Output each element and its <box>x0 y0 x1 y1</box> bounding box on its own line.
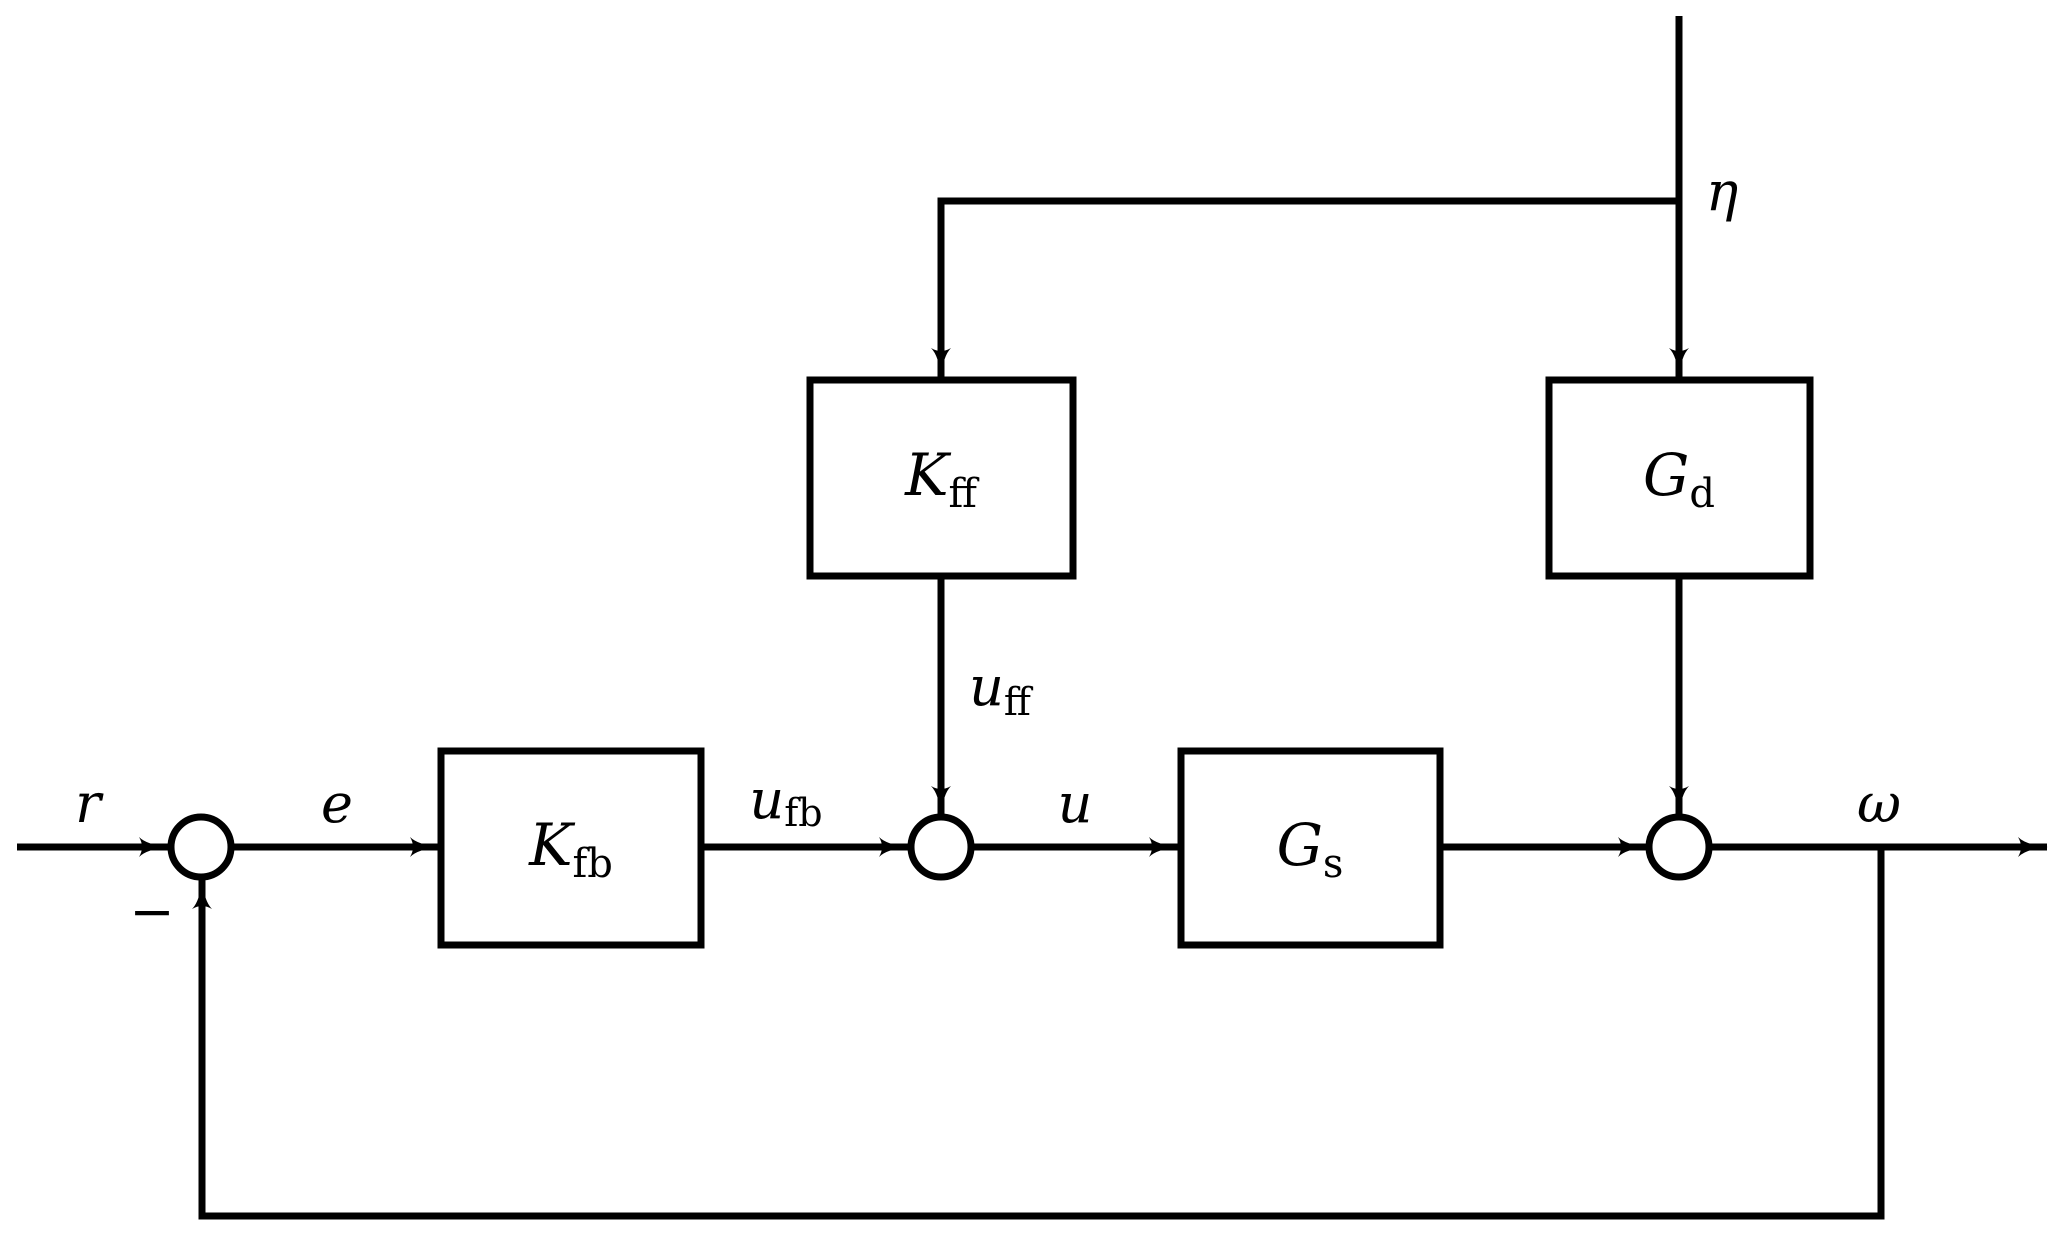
block-gd <box>1545 376 1814 580</box>
label-ufb: ufb <box>749 768 822 835</box>
junction-sum-error <box>167 813 235 881</box>
block-gs <box>1177 747 1444 949</box>
label-r: r <box>75 772 104 835</box>
junction-sum-control <box>907 813 975 881</box>
junction-sum-output <box>1645 813 1713 881</box>
feedback-minus-sign: − <box>129 880 174 943</box>
signal-eta-branch <box>931 197 1679 378</box>
feedback-path <box>192 847 1885 1220</box>
block-kfb <box>437 747 705 949</box>
label-gd: Gd <box>1643 441 1715 517</box>
label-eta: η <box>1706 160 1738 223</box>
label-e: e <box>321 772 353 835</box>
label-kfb: Kfb <box>528 811 613 887</box>
block-kff <box>806 376 1077 580</box>
label-gs: Gs <box>1277 811 1344 887</box>
label-omega: ω <box>1857 772 1901 835</box>
label-u: u <box>1058 772 1093 835</box>
label-kff: Kff <box>904 441 979 517</box>
label-uff: uff <box>969 655 1034 724</box>
